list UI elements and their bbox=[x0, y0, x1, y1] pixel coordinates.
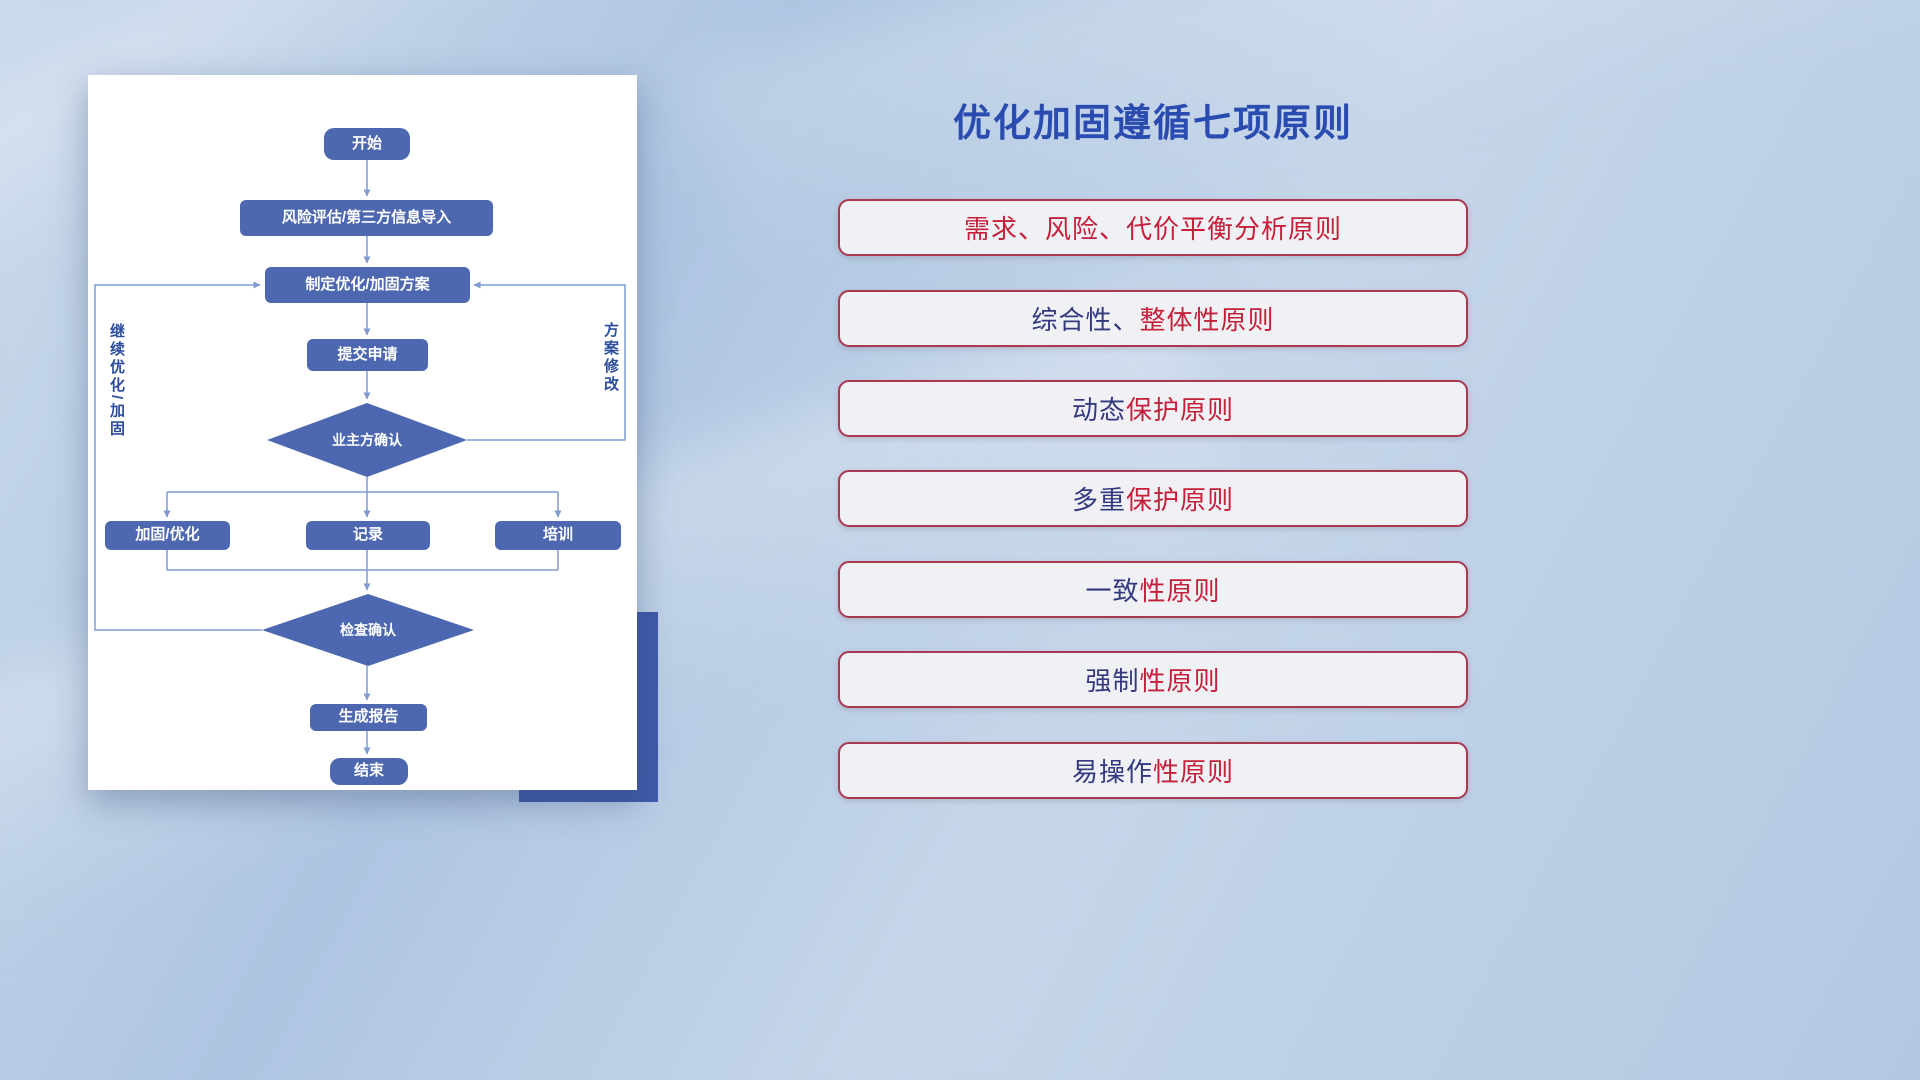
flow-decision-owner-confirm: 业主方确认 bbox=[267, 403, 467, 477]
flow-node-train: 培训 bbox=[495, 521, 621, 550]
principle-box-1: 需求、风险、代价平衡分析原则 bbox=[838, 199, 1468, 256]
principle-text-red: 性原则 bbox=[1153, 757, 1235, 787]
flow-node-end: 结束 bbox=[330, 758, 408, 785]
loop-label-plan-revision: 方案修改 bbox=[602, 322, 619, 394]
principle-box-4: 多重保护原则 bbox=[838, 470, 1468, 527]
principle-box-3: 动态保护原则 bbox=[838, 380, 1468, 437]
flow-node-record: 记录 bbox=[306, 521, 430, 550]
flow-decision-check-confirm: 检查确认 bbox=[262, 594, 474, 666]
principle-text-red: 保护原则 bbox=[1126, 395, 1235, 425]
principle-box-2: 综合性、整体性原则 bbox=[838, 290, 1468, 347]
principle-text-navy: 多重 bbox=[1071, 485, 1126, 515]
flow-node-harden: 加固/优化 bbox=[105, 521, 230, 550]
flow-node-submit: 提交申请 bbox=[307, 339, 428, 371]
flow-node-start: 开始 bbox=[324, 128, 410, 160]
principle-text-red: 保护原则 bbox=[1126, 485, 1235, 515]
principle-text-navy: 动态 bbox=[1071, 395, 1126, 425]
principle-box-7: 易操作性原则 bbox=[838, 742, 1468, 799]
principle-text-red: 整体性原则 bbox=[1139, 305, 1275, 335]
principle-text-navy: 易操作 bbox=[1071, 757, 1153, 787]
flow-node-risk-import: 风险评估/第三方信息导入 bbox=[240, 200, 493, 236]
principle-text-navy: 综合性、 bbox=[1031, 305, 1140, 335]
flow-node-report: 生成报告 bbox=[310, 704, 427, 731]
page-title: 优化加固遵循七项原则 bbox=[952, 103, 1353, 145]
loop-label-continue-optimize: 继续优化/加固 bbox=[108, 323, 125, 439]
flow-node-make-plan: 制定优化/加固方案 bbox=[265, 267, 470, 303]
flowchart-card: 开始 风险评估/第三方信息导入 制定优化/加固方案 提交申请 业主方确认 加固/… bbox=[88, 75, 637, 790]
principle-text-red: 性原则 bbox=[1139, 576, 1221, 606]
principle-box-5: 一致性原则 bbox=[838, 561, 1468, 618]
principle-text-red: 性原则 bbox=[1139, 666, 1221, 696]
principle-text-navy: 一致 bbox=[1085, 576, 1140, 606]
principle-box-6: 强制性原则 bbox=[838, 651, 1468, 708]
principle-text-navy: 强制 bbox=[1085, 666, 1140, 696]
principle-text-red: 需求、风险、代价平衡分析原则 bbox=[963, 214, 1342, 244]
